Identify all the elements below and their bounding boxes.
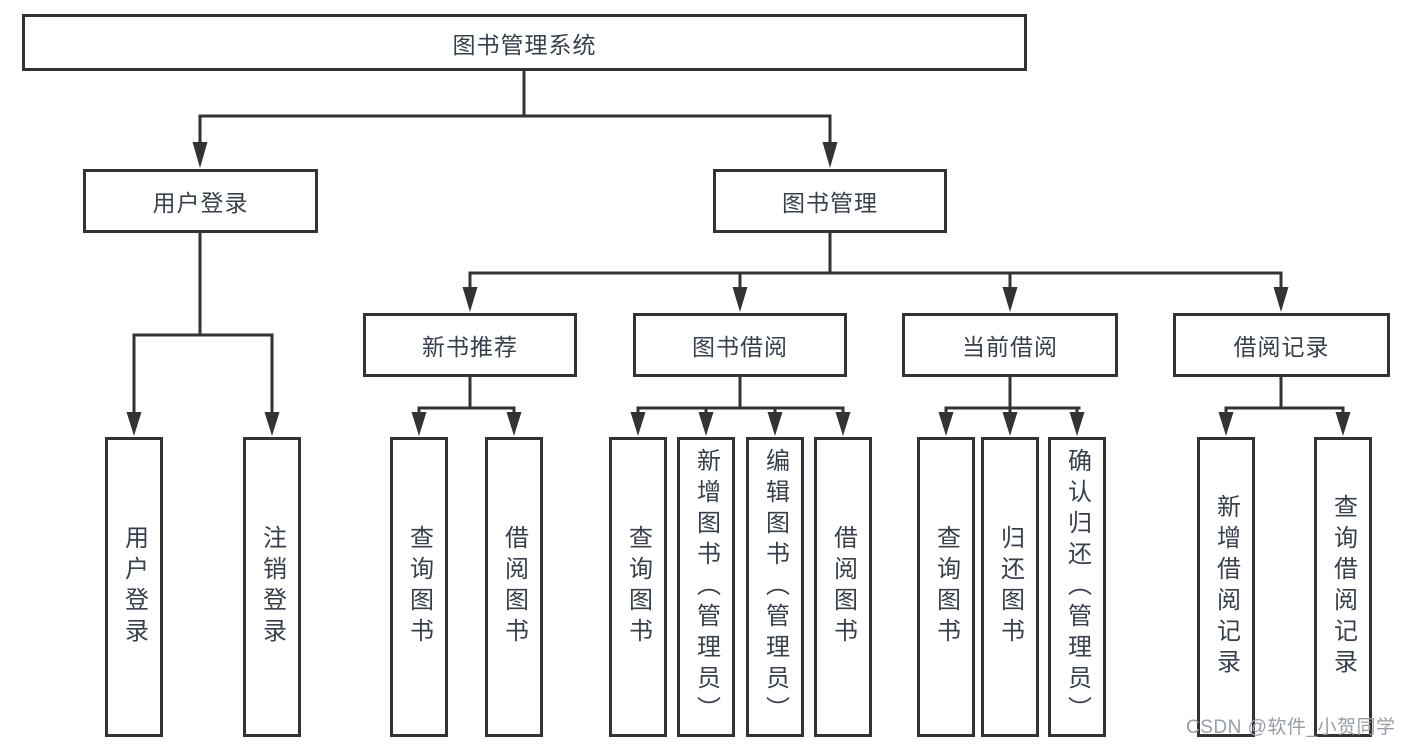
leaf-borrowing-add-books-admin: 新增图书（管理员） xyxy=(677,437,735,737)
node-book-management: 图书管理 xyxy=(713,169,947,233)
leaf-recommend-query-books: 查询图书 xyxy=(390,437,448,737)
leaf-records-query-record: 查询借阅记录 xyxy=(1314,437,1372,737)
leaf-current-confirm-return-admin: 确认归还（管理员） xyxy=(1048,437,1106,737)
leaf-records-add-record: 新增借阅记录 xyxy=(1197,437,1255,737)
leaf-logout: 注销登录 xyxy=(243,437,301,737)
node-borrowing-records: 借阅记录 xyxy=(1173,313,1390,377)
leaf-recommend-borrow-books: 借阅图书 xyxy=(485,437,543,737)
leaf-current-query-books: 查询图书 xyxy=(917,437,975,737)
csdn-watermark: CSDN @软件_小贺同学 xyxy=(1186,717,1396,738)
node-user-login: 用户登录 xyxy=(83,169,318,233)
node-book-borrowing: 图书借阅 xyxy=(633,313,847,377)
leaf-borrowing-edit-books-admin: 编辑图书（管理员） xyxy=(746,437,804,737)
leaf-current-return-books: 归还图书 xyxy=(981,437,1039,737)
leaf-borrowing-borrow-books: 借阅图书 xyxy=(814,437,872,737)
leaf-borrowing-query-books: 查询图书 xyxy=(609,437,667,737)
node-root: 图书管理系统 xyxy=(22,14,1027,71)
node-new-book-recommendation: 新书推荐 xyxy=(363,313,577,377)
leaf-user-login: 用户登录 xyxy=(105,437,163,737)
node-current-borrowing: 当前借阅 xyxy=(902,313,1118,377)
